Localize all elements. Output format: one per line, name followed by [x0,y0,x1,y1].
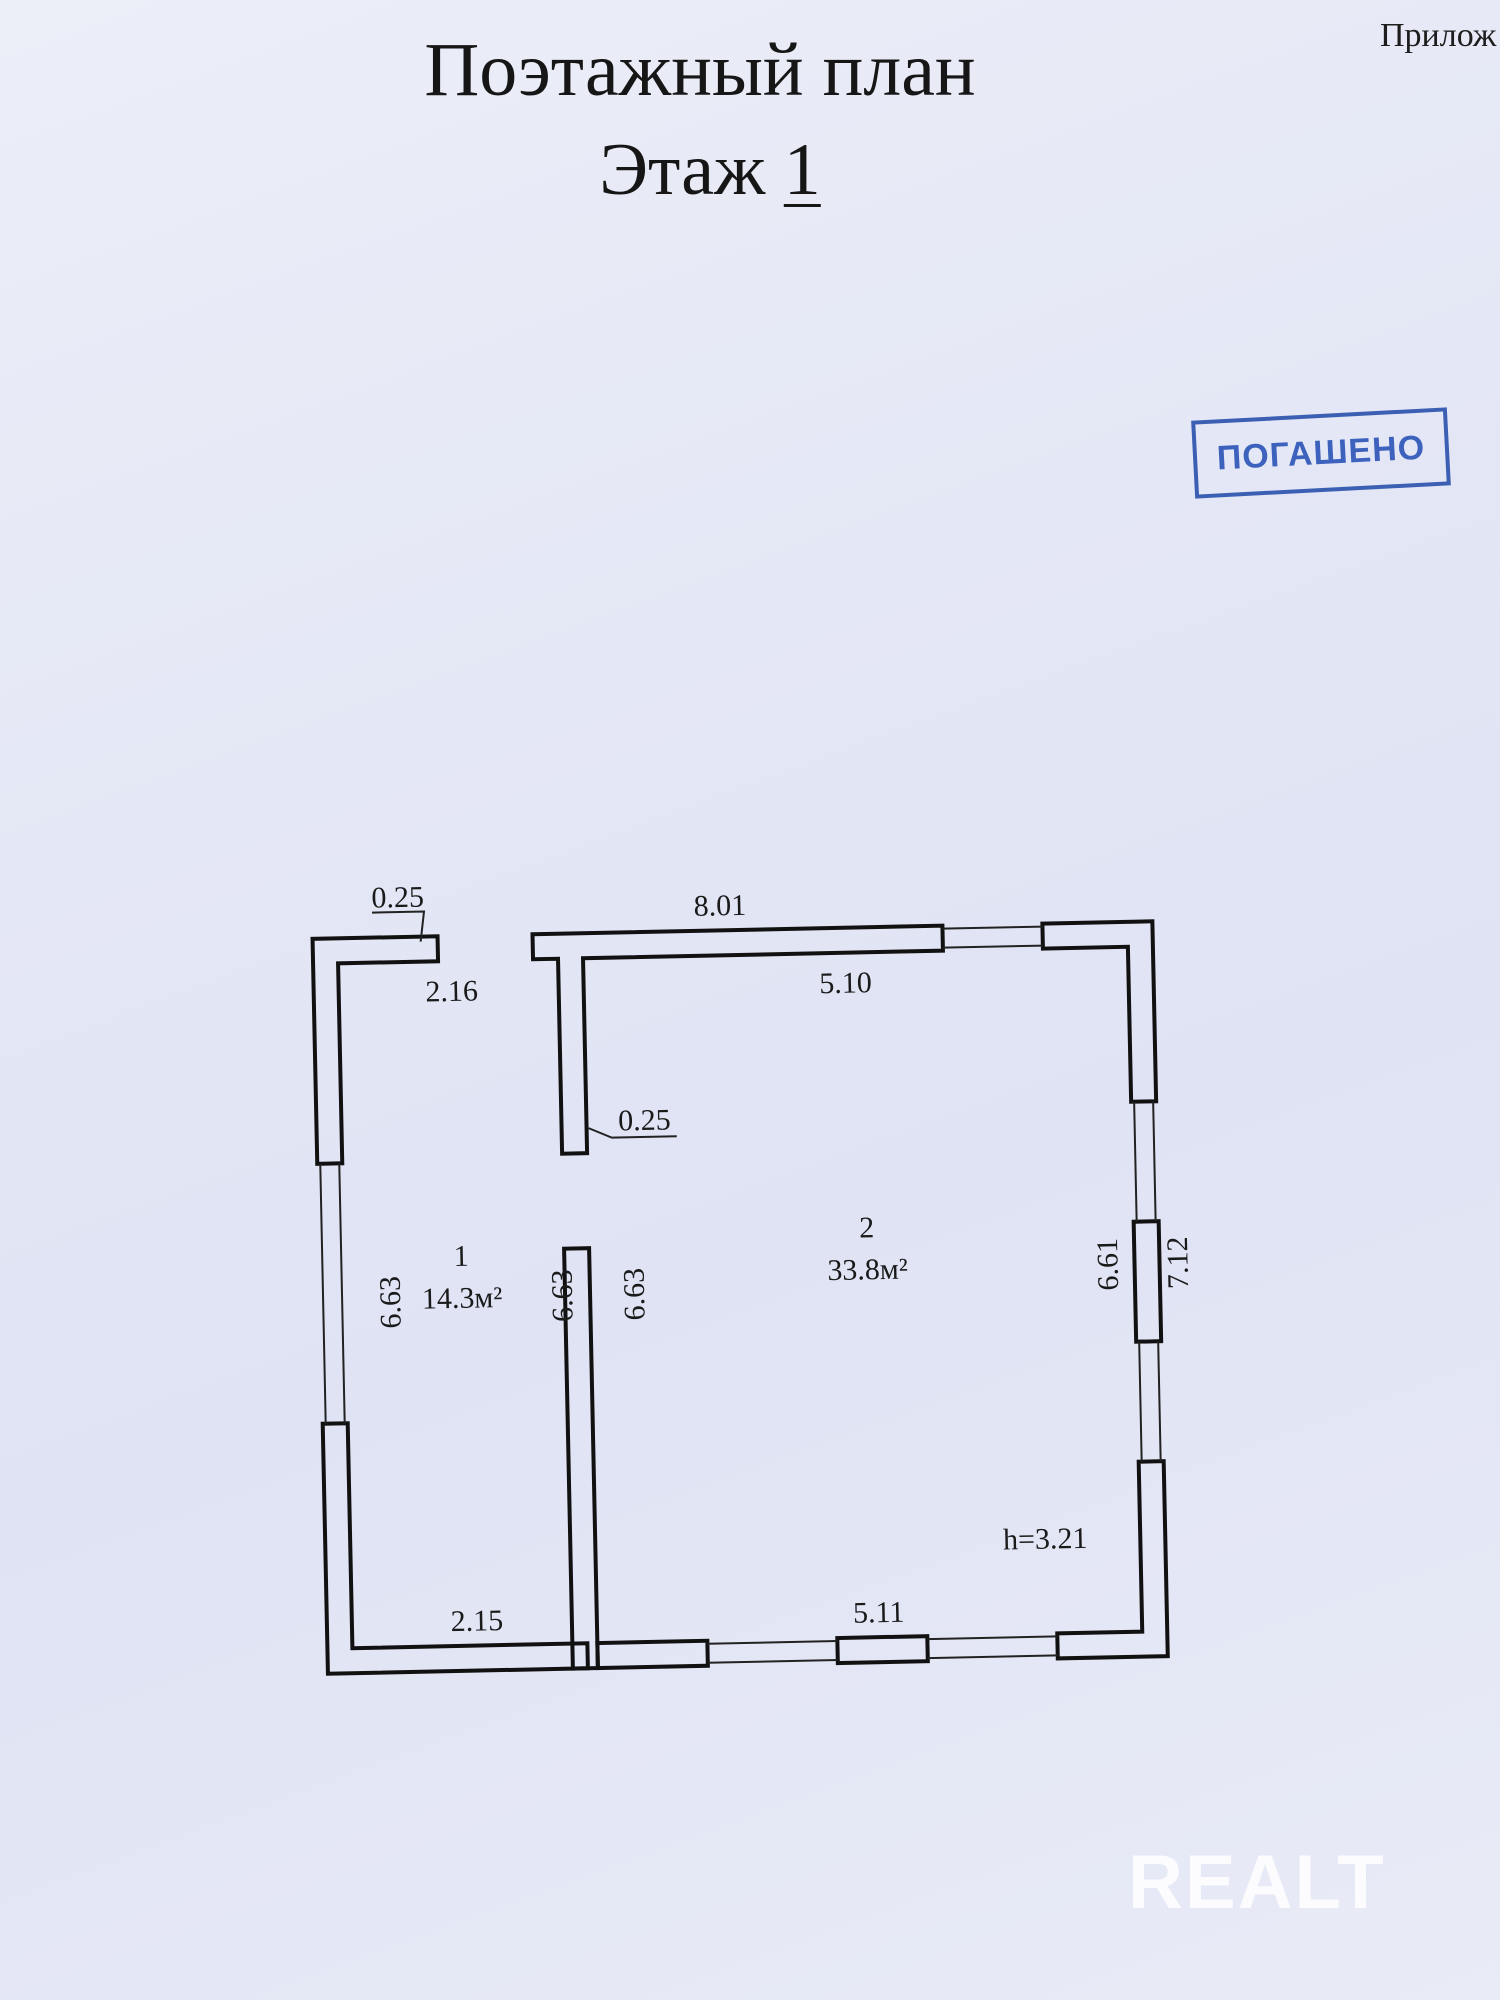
wall-right-pier [1131,1219,1164,1344]
wall-bottom-left [595,1638,710,1671]
partition-upper [530,923,945,1156]
dim-room2-left: 6.63 [618,1268,652,1321]
dim-top-outer: 8.01 [693,889,746,923]
plan-rotation: 8.01 5.10 0.25 2.16 0.25 6.63 6.63 6.63 … [310,881,1195,1676]
dimension-labels: 8.01 5.10 0.25 2.16 0.25 6.63 6.63 6.63 … [371,881,1195,1639]
dim-room1-right: 6.63 [546,1269,580,1322]
leader-lines [371,910,677,1139]
page-title: Поэтажный план [424,28,976,112]
window-bottom-right [927,1635,1058,1641]
wall-bottom-pier [835,1634,930,1666]
dim-room1-left: 6.63 [374,1276,408,1329]
window-right-lower [1138,1341,1143,1462]
walls [310,919,1170,1676]
dim-left-top-inner: 2.16 [425,974,478,1008]
floor-prefix: Этаж [599,129,784,211]
room-1-area: 14.3м² [422,1281,503,1316]
window-right-upper [1133,1101,1138,1222]
dim-room2-right-inner: 6.61 [1091,1238,1125,1291]
dim-right-outer: 7.12 [1161,1236,1195,1289]
windows [319,925,1162,1664]
dim-room2-bottom: 5.11 [853,1596,905,1630]
room-2-area: 33.8м² [827,1252,908,1287]
window-top [942,925,1043,930]
wall-left-lower [320,1421,590,1676]
window-bottom-left [707,1640,838,1645]
room-labels: 1 14.3м² 2 33.8м² [422,1211,909,1316]
leader-partition [588,1127,677,1139]
dim-top-inner: 5.10 [819,966,872,1000]
wall-left-upper [310,934,441,1166]
dim-ceiling-height: h=3.21 [1003,1522,1088,1557]
dim-left-small-wall: 0.25 [371,881,424,915]
appendix-note: Прилож [1380,17,1497,54]
leader-left-wall [371,910,426,942]
wall-top-right [1040,919,1159,1104]
floor-label: Этаж 1 [560,122,860,218]
room-1-number: 1 [453,1240,469,1273]
window-left [319,1163,327,1424]
floor-number: 1 [783,129,821,211]
dim-room1-bottom: 2.15 [450,1604,503,1638]
realt-watermark: REALT [1128,1840,1386,1925]
room-2-number: 2 [859,1211,875,1244]
wall-bottom-right [1055,1459,1170,1661]
dim-partition-thickness: 0.25 [618,1103,671,1137]
